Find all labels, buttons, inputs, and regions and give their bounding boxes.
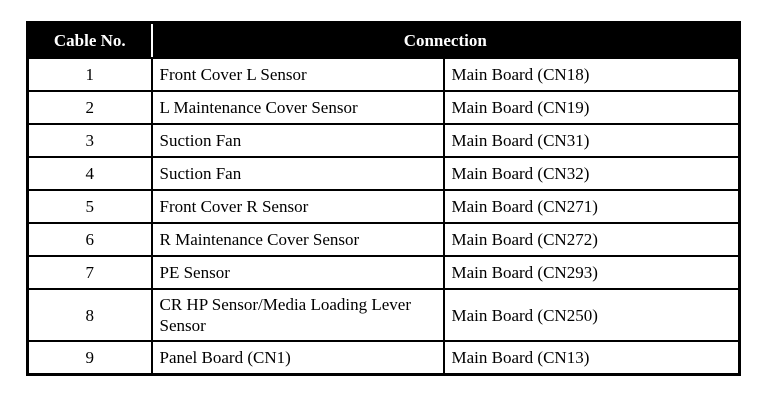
table-body: 1 Front Cover L Sensor Main Board (CN18)…	[26, 57, 741, 375]
cable-number: 1	[26, 57, 153, 92]
connection-to: Main Board (CN272)	[442, 222, 741, 257]
table-row: 2 L Maintenance Cover Sensor Main Board …	[26, 90, 741, 125]
table-row: 9 Panel Board (CN1) Main Board (CN13)	[26, 340, 741, 375]
cable-number: 9	[26, 340, 153, 375]
cable-number: 4	[26, 156, 153, 191]
connection-from: Front Cover L Sensor	[150, 57, 445, 92]
cable-number: 5	[26, 189, 153, 224]
cable-number: 6	[26, 222, 153, 257]
connection-from: L Maintenance Cover Sensor	[150, 90, 445, 125]
connection-to: Main Board (CN13)	[442, 340, 741, 375]
header-connection: Connection	[150, 21, 741, 59]
table-row: 5 Front Cover R Sensor Main Board (CN271…	[26, 189, 741, 224]
table-header: Cable No. Connection	[26, 21, 741, 59]
connection-to: Main Board (CN32)	[442, 156, 741, 191]
cable-number: 8	[26, 288, 153, 342]
table-row: 3 Suction Fan Main Board (CN31)	[26, 123, 741, 158]
table-row: 1 Front Cover L Sensor Main Board (CN18)	[26, 57, 741, 92]
connection-from: Front Cover R Sensor	[150, 189, 445, 224]
cable-number: 7	[26, 255, 153, 290]
connection-to: Main Board (CN18)	[442, 57, 741, 92]
table-row: 8 CR HP Sensor/Media Loading Lever Senso…	[26, 288, 741, 342]
connection-from: Panel Board (CN1)	[150, 340, 445, 375]
connection-from: PE Sensor	[150, 255, 445, 290]
header-row: Cable No. Connection	[26, 21, 741, 59]
header-cable-no: Cable No.	[26, 21, 153, 59]
connection-from: Suction Fan	[150, 156, 445, 191]
connection-to: Main Board (CN293)	[442, 255, 741, 290]
cable-number: 3	[26, 123, 153, 158]
connection-to: Main Board (CN250)	[442, 288, 741, 342]
cable-number: 2	[26, 90, 153, 125]
cable-connection-table: Cable No. Connection 1 Front Cover L Sen…	[26, 21, 741, 376]
table-row: 4 Suction Fan Main Board (CN32)	[26, 156, 741, 191]
table-row: 7 PE Sensor Main Board (CN293)	[26, 255, 741, 290]
connection-from: CR HP Sensor/Media Loading Lever Sensor	[150, 288, 445, 342]
connection-to: Main Board (CN271)	[442, 189, 741, 224]
connection-from: R Maintenance Cover Sensor	[150, 222, 445, 257]
table-row: 6 R Maintenance Cover Sensor Main Board …	[26, 222, 741, 257]
connection-from: Suction Fan	[150, 123, 445, 158]
connection-to: Main Board (CN31)	[442, 123, 741, 158]
connection-to: Main Board (CN19)	[442, 90, 741, 125]
